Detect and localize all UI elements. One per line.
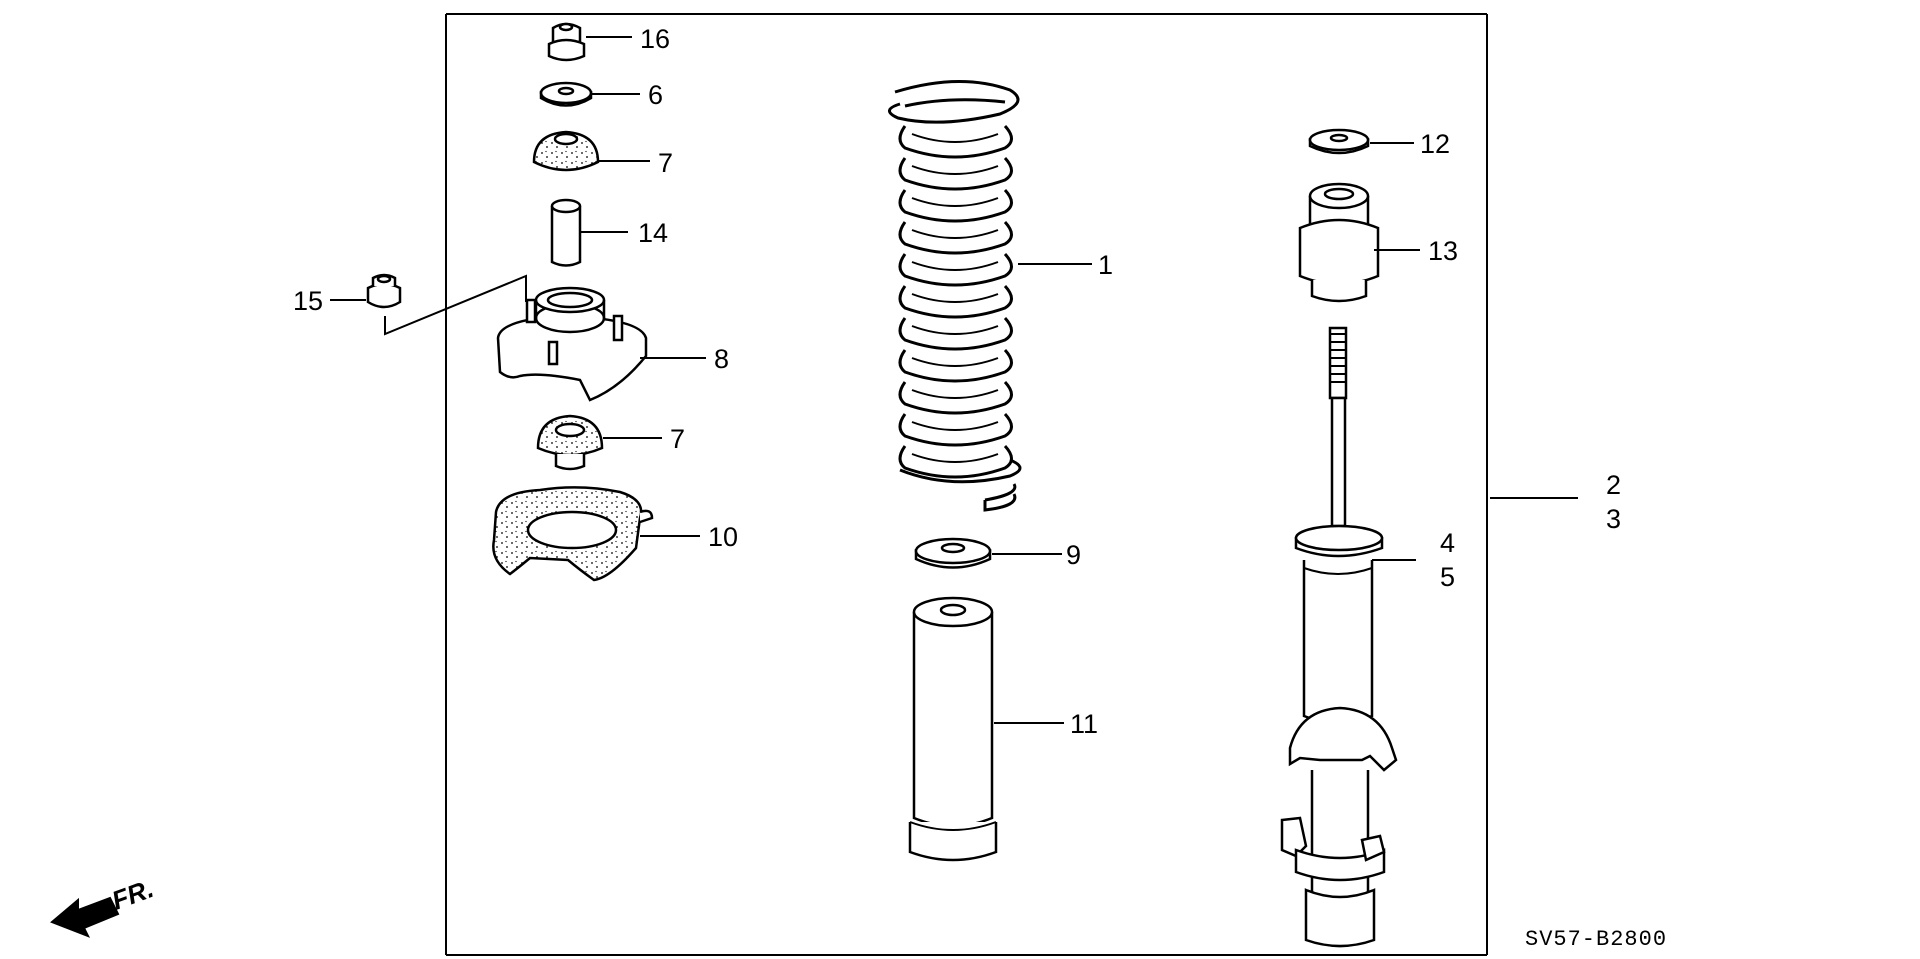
spring-coil-inner (911, 453, 999, 463)
spring-coil (898, 156, 1013, 191)
spring-coil (898, 284, 1013, 319)
direction-label: FR. (108, 873, 158, 916)
callout-7-top: 7 (658, 148, 673, 178)
part-13-bump-stop (1298, 182, 1380, 303)
callout-11: 11 (1070, 709, 1098, 739)
callout-9: 9 (1066, 540, 1081, 570)
callout-15: 15 (293, 286, 323, 316)
spring-coil-inner (911, 133, 999, 143)
part-15-nut (366, 273, 402, 309)
callout-16: 16 (640, 24, 670, 54)
spring-coil (898, 380, 1013, 415)
callout-14: 14 (638, 218, 668, 248)
spring-coil-inner (911, 165, 999, 175)
part-7-lower-rubber (536, 414, 604, 471)
callout-13: 13 (1428, 236, 1458, 266)
callout-6: 6 (648, 80, 663, 110)
part-7-upper-rubber (532, 130, 600, 172)
spring-coil (898, 220, 1013, 255)
part-2-3-strut-assembly (1280, 326, 1398, 948)
part-1-coil-spring (888, 79, 1022, 512)
part-11-dust-boot (908, 596, 998, 862)
spring-coil (898, 252, 1013, 287)
callout-8: 8 (714, 344, 729, 374)
spring-coil-inner (911, 357, 999, 367)
part-8-mount-base (496, 286, 648, 402)
callout-10: 10 (708, 522, 738, 552)
callout-2: 2 (1606, 470, 1621, 500)
part-10-spring-seat (492, 486, 654, 582)
spring-coil (898, 188, 1013, 223)
part-14-collar (550, 198, 582, 267)
spring-coil (898, 124, 1013, 159)
part-12-washer (1308, 128, 1370, 155)
part-6-washer (539, 81, 593, 107)
spring-coil-inner (911, 197, 999, 207)
spring-coil-inner (911, 389, 999, 399)
front-direction-arrow-icon (50, 896, 120, 938)
spring-coil-inner (911, 421, 999, 431)
callout-1: 1 (1098, 250, 1113, 280)
callout-5: 5 (1440, 562, 1455, 592)
leader-15-link (384, 274, 527, 336)
spring-coil (898, 412, 1013, 447)
callout-12: 12 (1420, 129, 1450, 159)
spring-coil-inner (911, 325, 999, 335)
callout-3: 3 (1606, 504, 1621, 534)
spring-coil-inner (911, 229, 999, 239)
frame-border (445, 13, 1488, 956)
part-16-nut (547, 22, 586, 62)
callout-4: 4 (1440, 528, 1455, 558)
spring-coil (898, 348, 1013, 383)
spring-coil-inner (911, 261, 999, 271)
spring-coil (898, 316, 1013, 351)
spring-coil-inner (911, 293, 999, 303)
diagram-code: SV57-B2800 (1525, 927, 1667, 952)
part-9-washer (914, 537, 992, 569)
callout-7-bottom: 7 (670, 424, 685, 454)
